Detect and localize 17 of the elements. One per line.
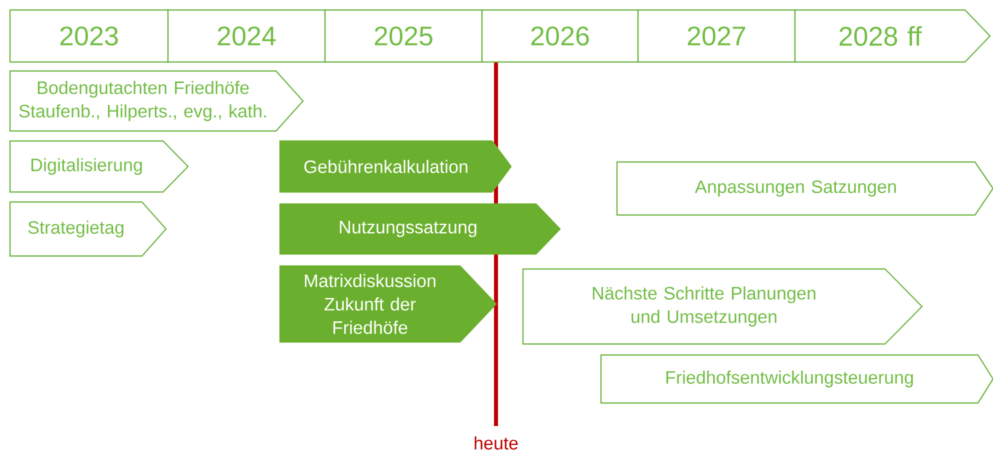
- phase-block: Strategietag: [9, 201, 167, 257]
- phase-block: Anpassungen Satzungen: [616, 161, 993, 216]
- phase-block: Nächste Schritte Planungen und Umsetzungen: [522, 268, 923, 345]
- year-cell: 2026: [481, 9, 639, 63]
- phase-block: Friedhofsentwicklungsteuerung: [600, 354, 993, 404]
- phase-block: Bodengutachten Friedhöfe Staufenb., Hilperts., evg., kath.: [9, 70, 304, 132]
- year-cell: 2025: [324, 9, 483, 63]
- year-cell: 2027: [637, 9, 796, 63]
- phase-block: Gebührenkalkulation: [279, 140, 512, 193]
- today-label: heute: [474, 436, 518, 450]
- year-cell: 2023: [9, 9, 169, 63]
- year-cell: 2028 ff: [794, 9, 991, 63]
- node-label: 2028 ff: [840, 26, 922, 46]
- year-cell: 2024: [167, 9, 326, 63]
- phase-block: Nutzungssatzung: [279, 203, 561, 255]
- phase-block: Digitalisierung: [9, 140, 189, 193]
- phase-block: Matrixdiskussion Zukunft der Friedhöfe: [279, 265, 497, 343]
